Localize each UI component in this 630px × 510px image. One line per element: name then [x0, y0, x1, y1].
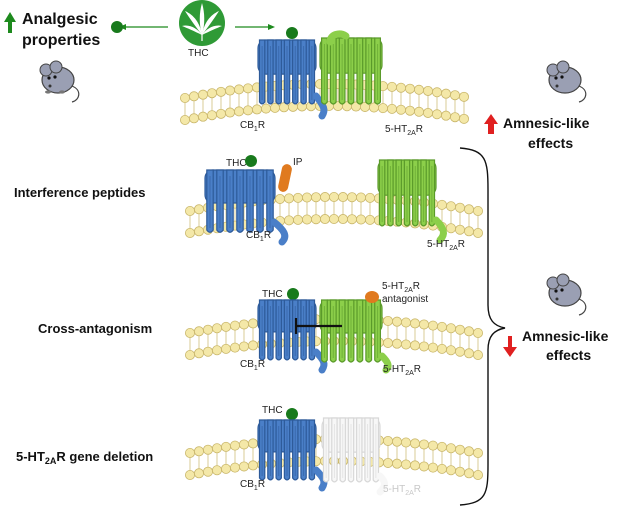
down-arrow-icon: [503, 336, 517, 357]
thc-label-deletion: THC: [262, 405, 283, 416]
thc-bound-cross: [287, 288, 299, 300]
thc-label-interference: THC: [226, 158, 247, 169]
cb1r-label-top: CB1R: [240, 120, 265, 133]
inhibition-bar: [294, 318, 342, 334]
gene-deletion-label: 5-HT2AR gene deletion: [16, 449, 153, 466]
thc-label-cross: THC: [262, 289, 283, 300]
cb1r-label-interference: CB1R: [246, 230, 271, 243]
cb1r-label-deletion: CB1R: [240, 479, 265, 492]
5ht2ar-receptor-top: [319, 30, 383, 105]
thc-bound-deletion: [286, 408, 298, 420]
5ht2ar-receptor-interference: [377, 159, 447, 244]
thc-label-top: THC: [188, 48, 209, 59]
cb1r-label-cross: CB1R: [240, 359, 265, 372]
5ht2ar-label-cross: 5-HT2AR: [383, 364, 421, 377]
5ht2ar-receptor-cross: [319, 299, 392, 374]
amnesic-up-line1: Amnesic-like: [503, 115, 590, 131]
cb1r-receptor-interference: [204, 169, 289, 246]
interference-peptides-label: Interference peptides: [14, 185, 146, 200]
amnesic-up-line2: effects: [528, 135, 573, 151]
ip-label: IP: [293, 157, 303, 168]
amnesic-down-line2: effects: [546, 347, 591, 363]
cb1r-receptor-deletion: [257, 419, 328, 492]
arrow-to-analgesic: [119, 24, 168, 30]
up-arrow-icon: [4, 12, 16, 33]
mouse-icon: [546, 273, 587, 316]
brace-icon: [459, 147, 506, 506]
cb1r-receptor-top: [257, 39, 328, 120]
up-arrow-icon: [484, 114, 498, 134]
5ht2ar-label-deleted: 5-HT2AR: [383, 484, 421, 497]
thc-bound-interference: [245, 155, 257, 167]
antagonist-label-line2: antagonist: [382, 294, 428, 305]
arrow-to-receptor: [235, 24, 275, 30]
5ht2ar-antagonist: [365, 291, 379, 303]
antagonist-label-line1: 5-HT2AR: [382, 281, 420, 294]
cross-antagonism-label: Cross-antagonism: [38, 321, 152, 336]
amnesic-down-line1: Amnesic-like: [522, 328, 609, 344]
analgesic-label-line2: properties: [22, 32, 100, 49]
5ht2ar-label-top: 5-HT2AR: [385, 124, 423, 137]
thc-bound-top: [286, 27, 298, 39]
5ht2ar-label-interference: 5-HT2AR: [427, 239, 465, 252]
5ht2ar-receptor-deleted: [321, 417, 388, 496]
cb1r-receptor-cross: [257, 299, 328, 374]
analgesic-label-line1: Analgesic: [22, 11, 98, 28]
cannabis-leaf-icon: [179, 0, 225, 46]
mouse-icon: [546, 60, 587, 103]
thc-molecule: [111, 21, 123, 33]
mouse-icon: [39, 60, 80, 103]
interference-peptide: [278, 164, 292, 192]
